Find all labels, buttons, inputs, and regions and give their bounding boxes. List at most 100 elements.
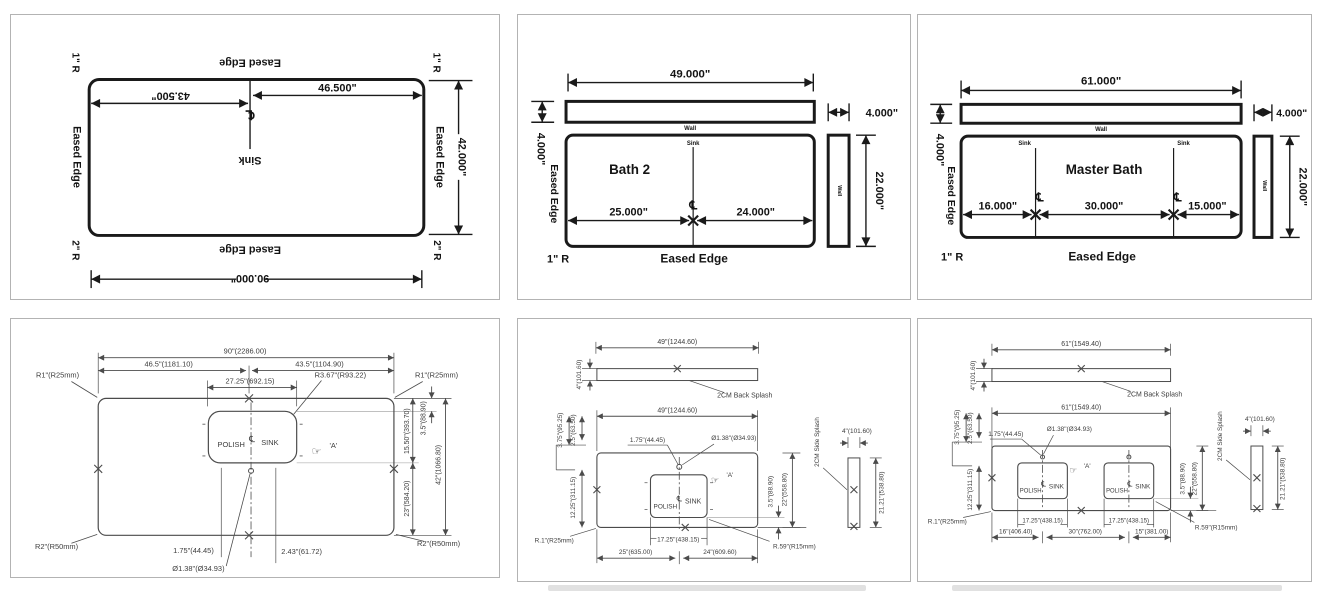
masterbath-detail-drawing: 61"(1549.40) 4"(101.60) 2CM Back Splash …	[928, 341, 1287, 544]
edge-label-bottom: Eased Edge	[1068, 249, 1136, 263]
dim-label-left: 16.000"	[979, 201, 1018, 213]
side-splash-outline	[1252, 134, 1274, 239]
corner-radius-top-left: 1" R	[69, 53, 80, 73]
dim-label-faucet: 1.75"(44.45)	[988, 431, 1023, 438]
panel-masterbath-detail: 61"(1549.40) 4"(101.60) 2CM Back Splash …	[917, 318, 1312, 582]
sink-label-left: Sink	[1018, 141, 1031, 147]
corner-radius-bottom-left: 2" R	[69, 240, 80, 260]
dim-label-faucet: 1.75"(44.45)	[173, 546, 214, 555]
dim-label-backsplash-width: 61"(1549.40)	[1061, 341, 1101, 348]
polish-label-left: POLISH	[1020, 489, 1042, 495]
polish-label: POLISH	[218, 440, 245, 449]
centerline-icon: ℄	[676, 495, 683, 504]
bath2-drawing: 49.000" Wall 4.000" Eased Edge Sink Bath…	[531, 69, 898, 265]
dimension-lines	[930, 80, 1300, 239]
center-marks	[593, 364, 858, 532]
corner-radius-top-left: R1"(R25mm)	[36, 371, 80, 380]
hand-pointer-icon: ☞	[1070, 465, 1078, 475]
room-title: Bath 2	[609, 162, 650, 177]
center-marks	[988, 364, 1261, 515]
dim-label-backsplash-height: 4.000"	[534, 133, 546, 165]
dimension-lines	[90, 79, 473, 289]
countertop-outline	[991, 445, 1172, 512]
dim-label-backsplash-height: 4"(101.60)	[970, 361, 977, 391]
backsplash-callout: 2CM Back Splash	[717, 392, 772, 399]
room-title: Master Bath	[1066, 162, 1143, 177]
panel-bath2-detail: 49"(1244.60) 4"(101.60) 2CM Back Splash …	[517, 318, 911, 582]
hand-pointer-icon: ☞	[711, 475, 719, 485]
dim-label-left: 16"(406.40)	[999, 528, 1032, 535]
faucet-dia-label: Ø1.38"(Ø34.93)	[172, 564, 225, 573]
side-splash-outline	[826, 133, 851, 248]
dim-label-sidesplash-width: 4.000"	[1276, 108, 1307, 119]
dim-label-offset-b: 2.5"(63.50)	[967, 412, 974, 444]
dim-label-sidesplash-height: 21.21"(538.80)	[1280, 458, 1287, 500]
dim-label-seg-right: 43.5"(1104.90)	[295, 360, 344, 369]
dim-label-offset-b: 2.5"(63.50)	[570, 414, 577, 446]
dim-label-depth: 22"(558.80)	[1191, 462, 1198, 495]
wall-label-side: Wall	[836, 185, 842, 196]
dim-label-left: 25"(635.00)	[619, 549, 652, 556]
dim-label-front: 23"(584.20)	[404, 481, 411, 517]
edge-label-top: Eased Edge	[219, 57, 281, 69]
dim-label-center: 30.000"	[1085, 201, 1124, 213]
polish-label-right: POLISH	[1106, 489, 1128, 495]
dimension-lines	[555, 341, 807, 565]
countertop-outline	[596, 452, 759, 528]
polish-label: POLISH	[654, 504, 678, 511]
dim-label-sink2-width: 17.25"(438.15)	[1109, 517, 1149, 524]
sink-centerlines	[1034, 148, 1175, 238]
side-splash-outline	[840, 437, 882, 528]
sink-label-right: Sink	[1177, 141, 1190, 147]
faucet-hole	[676, 463, 683, 470]
sink-label: SINK	[261, 438, 278, 447]
cropped-content-strip-left	[548, 585, 866, 591]
backsplash-outline	[959, 102, 1243, 125]
dim-label-right: 15"(381.00)	[1135, 528, 1168, 535]
dim-label-left: 25.000"	[609, 207, 648, 219]
backsplash-callout: 2CM Back Splash	[1127, 391, 1182, 398]
wall-label-side: Wall	[1261, 180, 1267, 191]
dim-label-sidesplash-width: 4"(101.60)	[1245, 416, 1275, 423]
leader-lines	[569, 380, 848, 542]
dim-label-offset-c: 12.25"(311.15)	[967, 469, 974, 511]
countertop-outline	[959, 134, 1243, 239]
dim-label-back: 3.5"(88.90)	[421, 401, 428, 435]
edge-label-right: Eased Edge	[434, 126, 446, 188]
dim-label-counter-width: 61"(1549.40)	[1061, 404, 1101, 411]
dim-label-depth: 22"(558.80)	[781, 473, 788, 506]
sink-label-left: SINK	[1049, 484, 1065, 491]
sidesplash-callout: 2CM Side Splash	[1217, 411, 1224, 461]
dim-label-backsplash-width: 49"(1244.60)	[657, 339, 697, 346]
dim-label-right: 24"(609.60)	[703, 549, 736, 556]
side-splash-outline	[1243, 425, 1284, 511]
sink-label: SINK	[685, 499, 702, 506]
dim-label-right: 24.000"	[736, 207, 775, 219]
dim-label-backsplash-height: 4"(101.60)	[576, 360, 583, 390]
corner-radius-top-right: R1"(R25mm)	[415, 371, 459, 380]
dim-label-depth: 22.000"	[873, 171, 885, 210]
sink-centerlines	[1042, 450, 1130, 508]
dim-label-depth: 22.000"	[1297, 168, 1309, 207]
countertop-outline	[97, 397, 395, 536]
cropped-content-strip-right	[952, 585, 1282, 591]
dim-label-faucet: 1.75"(44.45)	[630, 437, 665, 444]
panel-bath2-plan: 49.000" Wall 4.000" Eased Edge Sink Bath…	[517, 14, 911, 300]
dim-label-backsplash-height: 4.000"	[933, 134, 945, 166]
hand-pointer-icon: ☞	[312, 446, 322, 458]
leader-lines	[963, 381, 1251, 523]
centerline-icon-left: ℄	[1035, 191, 1044, 205]
dim-label-offset-a: 3.75"(95.25)	[954, 410, 961, 445]
sink-cutout	[644, 474, 714, 519]
dim-label-right: 15.000"	[1188, 201, 1227, 213]
corner-radius-bottom-right: R2"(R50mm)	[417, 539, 461, 548]
dim-label-drain: 2.43"(61.72)	[281, 547, 322, 556]
sink-cutout	[202, 410, 303, 464]
dim-label-width: 49.000"	[670, 69, 710, 81]
corner-radius-bottom-left: R2"(R50mm)	[35, 542, 79, 551]
dim-label-sidesplash-height: 21.21"(538.80)	[879, 471, 886, 513]
centerline-icon: ℄	[248, 434, 255, 444]
countertop-90x42-drawing: Eased Edge 1" R 1" R 43.500" 46.500" ℄ S…	[69, 53, 473, 289]
dim-label-offset-a: 3.75"(95.25)	[557, 413, 564, 448]
dim-label-seg-left: 46.5"(1181.10)	[144, 360, 193, 369]
